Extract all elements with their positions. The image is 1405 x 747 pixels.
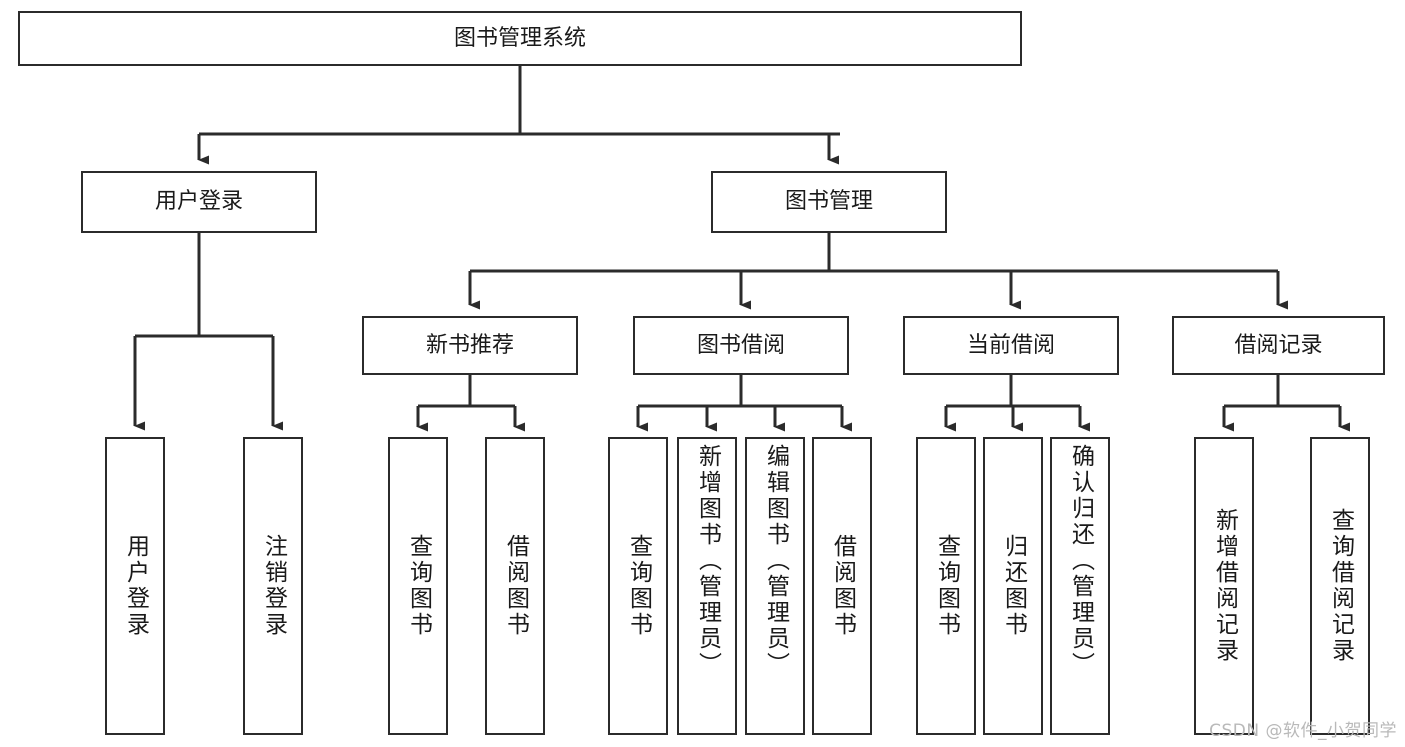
leaf-borrow-edit-book-admin[interactable]: 编辑图书（管理员） (745, 437, 805, 735)
leaf-user-logout[interactable]: 注销登录 (243, 437, 303, 735)
node-user-login-label: 用户登录 (154, 189, 243, 215)
node-user-login[interactable]: 用户登录 (81, 171, 317, 233)
leaf-borrow-borrow-book-label: 借阅图书 (829, 534, 856, 638)
node-current-borrow[interactable]: 当前借阅 (903, 316, 1119, 375)
leaf-user-login-label: 用户登录 (122, 534, 149, 638)
leaf-current-query-book[interactable]: 查询图书 (916, 437, 976, 735)
leaf-borrow-query-book-label: 查询图书 (625, 534, 652, 638)
leaf-record-query-record-label: 查询借阅记录 (1327, 508, 1354, 664)
node-root-label: 图书管理系统 (453, 25, 586, 51)
leaf-current-confirm-return-admin-label: 确认归还（管理员） (1067, 444, 1094, 678)
node-book-borrow-label: 图书借阅 (696, 332, 785, 358)
node-current-borrow-label: 当前借阅 (966, 332, 1055, 358)
node-book-borrow[interactable]: 图书借阅 (633, 316, 849, 375)
leaf-newbook-query-book[interactable]: 查询图书 (388, 437, 448, 735)
leaf-borrow-borrow-book[interactable]: 借阅图书 (812, 437, 872, 735)
node-new-book-recommend-label: 新书推荐 (425, 332, 514, 358)
node-root[interactable]: 图书管理系统 (18, 11, 1022, 66)
leaf-current-confirm-return-admin[interactable]: 确认归还（管理员） (1050, 437, 1110, 735)
leaf-record-add-record-label: 新增借阅记录 (1211, 508, 1238, 664)
node-book-management-label: 图书管理 (784, 189, 873, 215)
node-new-book-recommend[interactable]: 新书推荐 (362, 316, 578, 375)
leaf-user-logout-label: 注销登录 (260, 534, 287, 638)
leaf-current-return-book-label: 归还图书 (1000, 534, 1027, 638)
node-borrow-record-label: 借阅记录 (1234, 332, 1323, 358)
csdn-watermark: CSDN @软件_小贺同学 (1209, 721, 1397, 741)
leaf-current-query-book-label: 查询图书 (933, 534, 960, 638)
leaf-borrow-query-book[interactable]: 查询图书 (608, 437, 668, 735)
leaf-current-return-book[interactable]: 归还图书 (983, 437, 1043, 735)
leaf-record-add-record[interactable]: 新增借阅记录 (1194, 437, 1254, 735)
node-book-management[interactable]: 图书管理 (711, 171, 947, 233)
leaf-borrow-edit-book-admin-label: 编辑图书（管理员） (762, 444, 789, 678)
leaf-newbook-query-book-label: 查询图书 (405, 534, 432, 638)
leaf-record-query-record[interactable]: 查询借阅记录 (1310, 437, 1370, 735)
leaf-borrow-add-book-admin[interactable]: 新增图书（管理员） (677, 437, 737, 735)
leaf-newbook-borrow-book[interactable]: 借阅图书 (485, 437, 545, 735)
leaf-borrow-add-book-admin-label: 新增图书（管理员） (694, 444, 721, 678)
leaf-newbook-borrow-book-label: 借阅图书 (502, 534, 529, 638)
leaf-user-login[interactable]: 用户登录 (105, 437, 165, 735)
node-borrow-record[interactable]: 借阅记录 (1172, 316, 1385, 375)
